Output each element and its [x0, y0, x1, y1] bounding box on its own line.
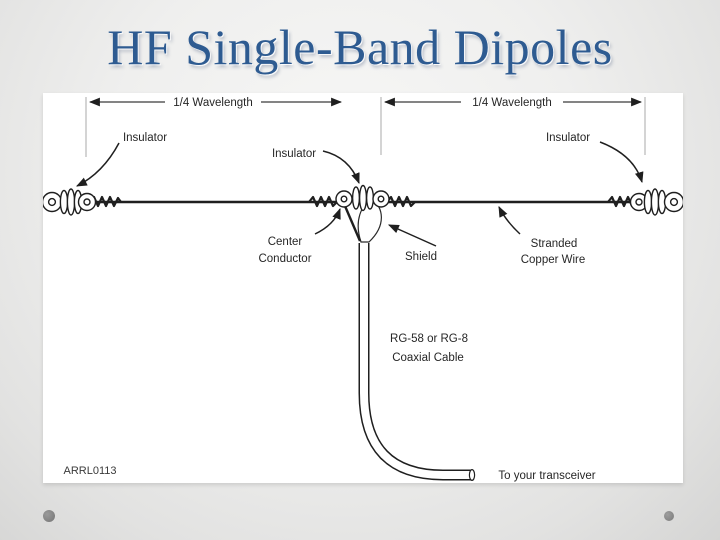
insulator-center-arrow: [322, 150, 360, 185]
label-insulator-center: Insulator: [272, 148, 316, 160]
dimension-label-background: [461, 95, 563, 110]
label-shield: Shield: [405, 251, 437, 263]
dimension-label-left: 1/4 Wavelength: [173, 97, 252, 109]
label-insulator-left: Insulator: [123, 132, 167, 144]
label-stranded-line1: Stranded: [531, 238, 578, 250]
label-center-conductor-line1: Center: [268, 236, 303, 248]
wire-wrap: [386, 195, 416, 208]
cable-end-cap: [468, 469, 476, 482]
dipole-antenna-diagram: 1/4 Wavelength 1/4 Wavelength: [43, 95, 683, 482]
dimension-right: 1/4 Wavelength: [380, 95, 646, 155]
insulator-right-graphic: [629, 188, 683, 216]
slide-decoration-dot-right: [664, 511, 674, 521]
insulator-right-arrow: [599, 141, 644, 184]
stranded-wire-arrow: [498, 206, 521, 235]
dimension-left: 1/4 Wavelength: [85, 95, 343, 157]
label-center-conductor-line2: Conductor: [258, 253, 311, 265]
diagram-panel: 1/4 Wavelength 1/4 Wavelength: [43, 93, 683, 483]
shield-arrow: [387, 224, 437, 247]
figure-id: ARRL0113: [64, 465, 117, 477]
dimension-label-right: 1/4 Wavelength: [472, 97, 551, 109]
label-stranded-line2: Copper Wire: [521, 254, 586, 266]
slide-decoration-dot-left: [43, 510, 55, 522]
label-coax-line1: RG-58 or RG-8: [390, 333, 468, 345]
label-transceiver: To your transceiver: [498, 470, 595, 482]
insulator-left-arrow: [76, 142, 120, 187]
center-conductor-arrow: [314, 207, 341, 235]
slide-title: HF Single-Band Dipoles: [107, 19, 613, 75]
label-coax-line2: Coaxial Cable: [392, 352, 464, 364]
wire-wrap: [308, 195, 338, 208]
center-conductor-lead: [343, 205, 362, 242]
dimension-label-background: [165, 95, 261, 110]
insulator-center-graphic: [335, 184, 390, 212]
insulator-left-graphic: [43, 188, 97, 216]
label-insulator-right: Insulator: [546, 132, 590, 144]
coax-cable-graphic: [358, 243, 476, 482]
